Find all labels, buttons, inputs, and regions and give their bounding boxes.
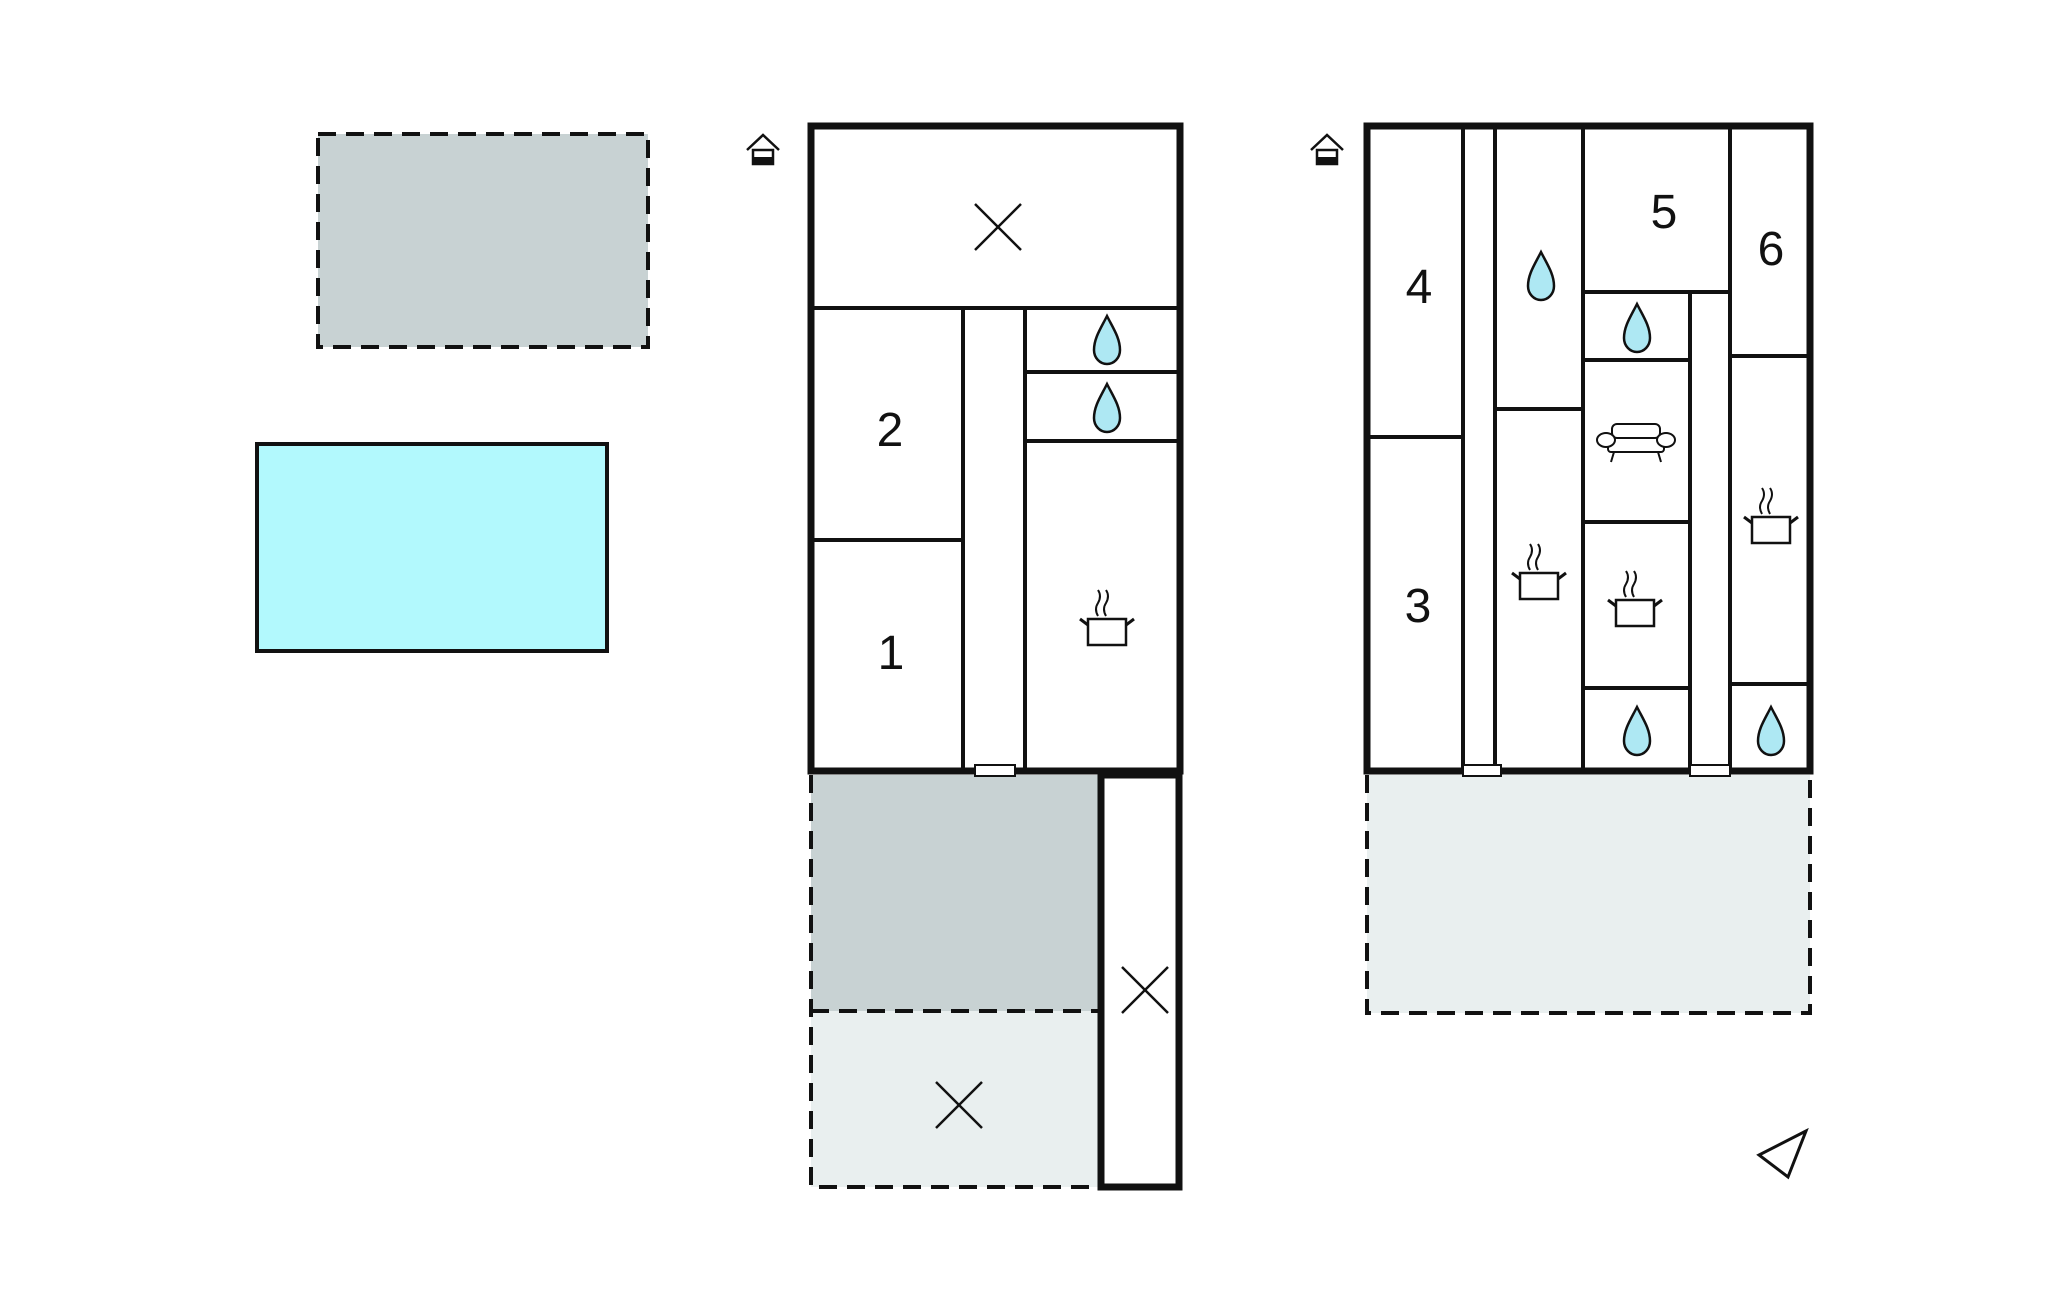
terrace-light-right: [1367, 775, 1810, 1013]
room-label-6: 6: [1758, 223, 1785, 276]
terrace-dark-middle: [811, 775, 1099, 1011]
room-label-4: 4: [1406, 261, 1433, 314]
room-label-3: 3: [1405, 580, 1432, 633]
right-building-outline: [1363, 122, 1814, 775]
right-building: [1363, 122, 1814, 1015]
north-arrow-icon: [1756, 1127, 1809, 1180]
room-label-2: 2: [877, 404, 904, 457]
house-entrance-icon: [745, 133, 781, 166]
terrace-area-top-left: [316, 132, 650, 349]
room-label-5: 5: [1651, 186, 1678, 239]
swimming-pool: [255, 442, 609, 653]
house-entrance-icon: [1309, 133, 1345, 166]
room-label-1: 1: [878, 627, 905, 680]
corridor-extension: [1097, 771, 1183, 1191]
middle-building-outline: [807, 122, 1184, 775]
middle-building: [807, 122, 1184, 1191]
terrace-light-middle: [811, 1011, 1099, 1187]
